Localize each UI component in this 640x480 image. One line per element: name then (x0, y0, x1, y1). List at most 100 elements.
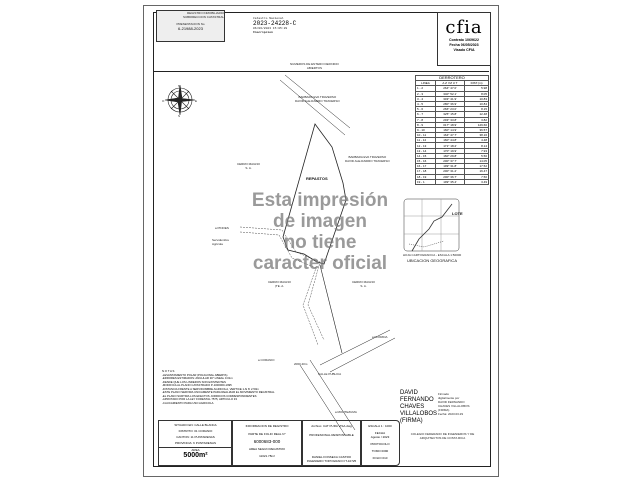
note-line: -ESTE PLANO SERVIRA UNICAMENTE PARA REAL… (162, 390, 275, 394)
line-to-road (319, 264, 343, 354)
digital-signature: Firmado digitalmente por DAVID FERNANDO … (438, 392, 469, 416)
reg-area-label: AREA SEGUN REGISTRO (248, 447, 285, 451)
cerro-south: CERRO MAGNO(TE. A. (268, 280, 291, 288)
lot-label: REPASTOS (306, 176, 328, 181)
cfia-stamp: cfia Contrato 1069622 Fecha 06/05/2023 V… (437, 12, 491, 66)
ds-1: Firmado (438, 392, 450, 396)
registry-stamp: REGISTRO INMOBILIARIO SUBDIRECCION CATAS… (156, 10, 225, 42)
ds-6: Fecha: 2023.03.29 (438, 412, 464, 416)
canton: CANTON: 11 PUNTARENAS (176, 435, 215, 439)
signature-name: DAVID FERNANDO CHAVES VILLALOBOS (FIRMA) (400, 390, 437, 425)
watermark-line-1: Esta impresión (251, 190, 389, 211)
numbering-note: NUMEROS DE ENTERO DEFINIDO ABIERTOS (290, 62, 339, 70)
cerro-s-2: (TE. A. (274, 284, 285, 288)
folio: FOLIO 010 (372, 456, 388, 460)
note-line: -DISTANCIA FRENTE A SERVIDUMBRE AGRICOLA… (162, 386, 259, 391)
note-line: -MODIFICA AL PLANO CATASTRADO P-1000000-… (162, 383, 232, 387)
servidumbre (239, 226, 325, 346)
plan-frame (153, 12, 491, 467)
stamp-label: PRESENTACION No (176, 22, 205, 26)
provincia: PROVINCIA: 6 PUNTARENAS (175, 441, 216, 445)
servidumbre-label: Servidumbre Agricola (212, 238, 230, 246)
note-line: -CAUCAMIENTO PARA USO AGRICOLA (162, 400, 214, 405)
note-line: -APROTADO POR LA LEY FORESTAL 7575, ARTI… (162, 397, 237, 401)
ds-4: CHAVES VILLALOBOS (438, 404, 470, 408)
sig-5: (FIRMA) (400, 418, 423, 424)
stamp-sub: SUBDIRECCION CATASTRAL (182, 15, 224, 19)
notes-title: N O T A S (162, 369, 175, 373)
fecha-label: FECHA (374, 431, 386, 435)
plan-number: 2023-24228-C (253, 20, 297, 27)
header-divider (153, 71, 489, 72)
watermark: Esta impresión de imagen no tiene caract… (220, 190, 420, 274)
plan-datetime: 06/06/2023 15:05:29 (253, 27, 288, 30)
row-dist: 3.49 (464, 178, 489, 185)
to-montezuma: a MONTEZUMA (335, 410, 357, 414)
lot-boundary (282, 123, 347, 265)
reg-title: INFORMACION DE REGISTRO (245, 424, 289, 428)
prof-title-line: INGENIERO TOPOGRAFO IT-10725 (306, 459, 357, 463)
stamp-number: 6-21988-2023 (178, 26, 203, 31)
ds-3: DAVID FERNANDO (438, 400, 465, 404)
location-map (403, 198, 460, 252)
sig-3: CHAVES (400, 404, 425, 410)
prof-title: PROFESIONAL RESPONSABLE (309, 433, 354, 437)
escala: ESCALA 1 : 1000 (368, 424, 392, 428)
sig-1: DAVID (400, 390, 418, 396)
reg-number: 6000683-000 (253, 439, 281, 444)
colegio-seal: COLEGIO FEDERADO DE INGENIEROS Y DE ARQU… (410, 432, 475, 440)
ds-2: digitalmente por (438, 396, 460, 400)
location-scale: HOJA CARTOGRAFICA - ESCALA 1:50000 (402, 253, 462, 257)
road-calle (319, 329, 396, 373)
catastro-label: Catastro Nacional (253, 17, 284, 20)
to-coranio: a CORANIO (258, 358, 275, 362)
road-south (299, 359, 356, 436)
owner-e-1: BARBARA EVA TRAVERSO (348, 155, 387, 159)
note-line: -LEVANTAMIENTO POLAR (POLIGONAL ABIERTA) (162, 372, 228, 377)
road-north (279, 74, 351, 136)
scale-block: ESCALA 1 : 1000 FECHA Agosto / 2023 PROT… (360, 420, 400, 466)
tomo: TOMO 0090 (371, 449, 389, 453)
reg-area-value: 11021.78m² (259, 454, 275, 458)
note-line: -EL PLANO SURTIRA LOS EFECTOS JURIDICOS … (162, 393, 257, 398)
road-name: CALLE PUBLICA (318, 372, 342, 376)
compass-o: O (162, 99, 165, 103)
cfia-date: Fecha 06/05/2023 (449, 43, 479, 47)
compass-rose-icon (164, 84, 196, 116)
location-block: SITUADO EN: CALLE BLANCA DISTRITO: 01 CO… (158, 420, 233, 466)
numbering-text: NUMEROS DE ENTERO DEFINIDO (290, 62, 339, 66)
watermark-line-2: de imagen (273, 211, 367, 232)
note-line: -DESDE QUE LOS LINDEROS SON EXISTENTES (162, 379, 226, 384)
location-lot: LOTE (452, 211, 463, 216)
area-label: AREA (159, 447, 232, 452)
distrito: DISTRITO: 01 CORANIO (178, 429, 213, 433)
location-title: UBICACION GEOGRAFICA (406, 258, 457, 263)
professional-block: Archivo: CAT PURA VISA.dwg PROFESIONAL R… (301, 420, 362, 466)
to-pinoes: a PINOES (215, 226, 229, 230)
watermark-line-3: no tiene (283, 232, 357, 253)
compass-s: S (178, 114, 181, 118)
notes: N O T A S -LEVANTAMIENTO POLAR (POLIGONA… (162, 369, 302, 405)
archivo: Archivo: CAT PURA VISA.dwg (311, 424, 352, 428)
cerro-e-2: S. A. (360, 284, 367, 288)
compass-n: N (178, 84, 181, 88)
cfia-logo: cfia (445, 17, 483, 38)
plan-status: Inscripcion (253, 31, 273, 34)
cerro-s-1: CERRO MAGNO (268, 280, 292, 284)
reg-parte: PARTE DE FOLIO REAL N° (248, 432, 286, 436)
cfia-visado: Visado CFIA (453, 48, 475, 52)
watermark-line-4: caracter oficial (252, 253, 388, 274)
situado: SITUADO EN: CALLE BLANCA (174, 423, 217, 427)
prof-name: DANIEL FONSECA CASTRO (311, 455, 352, 459)
numbering-sub: ABIERTOS (306, 66, 322, 70)
cerro-w-1: CERRO MAGNO (237, 162, 261, 166)
compass-e: E (195, 99, 198, 103)
catastro-header: Catastro Nacional 2023-24228-C 06/06/202… (253, 17, 296, 35)
stamp-title: REGISTRO INMOBILIARIO (186, 11, 224, 15)
